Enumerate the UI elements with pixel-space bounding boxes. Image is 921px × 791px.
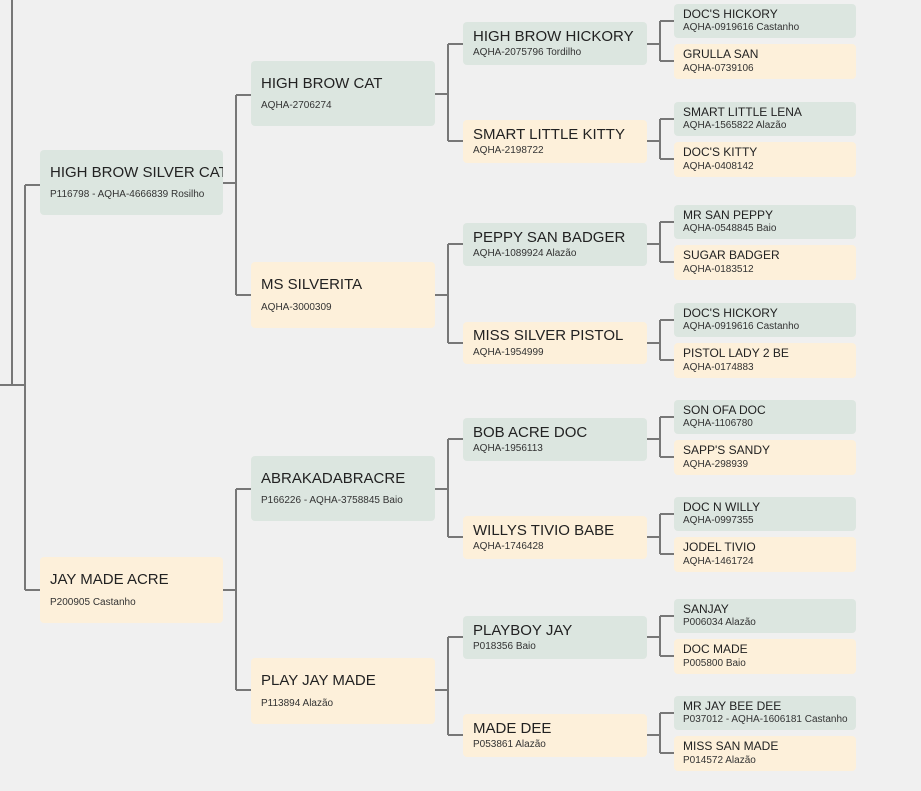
horse-card-gen3[interactable]: MISS SILVER PISTOL AQHA-1954999 [463, 322, 647, 364]
horse-card-gen2[interactable]: MS SILVERITA AQHA-3000309 [251, 262, 435, 328]
horse-registration: AQHA-0919616 Castanho [683, 321, 800, 333]
horse-registration: P014572 Alazão [683, 754, 756, 766]
horse-card-gen3[interactable]: PEPPY SAN BADGER AQHA-1089924 Alazão [463, 223, 647, 266]
horse-name: ABRAKADABRACRE [261, 469, 406, 487]
horse-registration: AQHA-0997355 [683, 515, 754, 527]
horse-registration: AQHA-1746428 [473, 541, 544, 553]
horse-card-gen4[interactable]: SUGAR BADGER AQHA-0183512 [674, 245, 856, 280]
horse-name: SON OFA DOC [683, 402, 766, 417]
horse-registration: AQHA-0408142 [683, 160, 754, 172]
horse-registration: AQHA-1089924 Alazão [473, 248, 577, 260]
horse-card-gen3[interactable]: MADE DEE P053861 Alazão [463, 714, 647, 757]
horse-name: MR SAN PEPPY [683, 207, 774, 222]
horse-card-sire[interactable]: HIGH BROW SILVER CAT P116798 - AQHA-4666… [40, 150, 223, 215]
horse-name: MADE DEE [473, 719, 552, 737]
horse-registration: AQHA-0919616 Castanho [683, 22, 800, 34]
horse-card-gen4[interactable]: PISTOL LADY 2 BE AQHA-0174883 [674, 343, 856, 378]
horse-card-gen4[interactable]: SANJAY P006034 Alazão [674, 599, 856, 633]
horse-registration: AQHA-1106780 [683, 418, 753, 430]
horse-name: DOC N WILLY [683, 499, 761, 514]
horse-card-gen2[interactable]: HIGH BROW CAT AQHA-2706274 [251, 61, 435, 126]
horse-registration: P113894 Alazão [261, 697, 334, 709]
horse-card-gen3[interactable]: WILLYS TIVIO BABE AQHA-1746428 [463, 516, 647, 559]
horse-registration: AQHA-2198722 [473, 145, 544, 157]
horse-card-gen3[interactable]: SMART LITTLE KITTY AQHA-2198722 [463, 120, 647, 163]
horse-registration: P053861 Alazão [473, 739, 546, 751]
horse-name: JAY MADE ACRE [50, 571, 169, 589]
horse-registration: AQHA-1956113 [473, 443, 543, 455]
horse-registration: P005800 Baio [683, 657, 746, 669]
horse-name: JODEL TIVIO [683, 540, 756, 555]
horse-registration: AQHA-0548845 Baio [683, 223, 777, 235]
horse-card-gen3[interactable]: PLAYBOY JAY P018356 Baio [463, 616, 647, 659]
horse-card-gen4[interactable]: DOC N WILLY AQHA-0997355 [674, 497, 856, 531]
horse-registration: AQHA-2075796 Tordilho [473, 47, 582, 59]
horse-name: GRULLA SAN [683, 47, 759, 62]
horse-card-gen4[interactable]: DOC'S HICKORY AQHA-0919616 Castanho [674, 303, 856, 337]
horse-registration: AQHA-0739106 [683, 62, 754, 74]
horse-card-gen2[interactable]: PLAY JAY MADE P113894 Alazão [251, 658, 435, 724]
horse-registration: AQHA-298939 [683, 458, 749, 470]
horse-registration: AQHA-0183512 [683, 263, 754, 275]
horse-registration: AQHA-3000309 [261, 301, 332, 313]
horse-registration: AQHA-1565822 Alazão [683, 120, 787, 132]
horse-name: DOC'S HICKORY [683, 6, 778, 21]
horse-name: HIGH BROW SILVER CAT [50, 163, 223, 181]
horse-name: WILLYS TIVIO BABE [473, 521, 615, 539]
horse-card-gen4[interactable]: SMART LITTLE LENA AQHA-1565822 Alazão [674, 102, 856, 136]
horse-registration: P018356 Baio [473, 641, 536, 653]
horse-card-gen4[interactable]: JODEL TIVIO AQHA-1461724 [674, 537, 856, 572]
horse-card-gen3[interactable]: HIGH BROW HICKORY AQHA-2075796 Tordilho [463, 22, 647, 65]
horse-name: HIGH BROW HICKORY [473, 27, 634, 45]
horse-card-gen4[interactable]: SAPP'S SANDY AQHA-298939 [674, 440, 856, 475]
horse-card-gen4[interactable]: GRULLA SAN AQHA-0739106 [674, 44, 856, 79]
horse-card-gen4[interactable]: MISS SAN MADE P014572 Alazão [674, 736, 856, 771]
horse-registration: AQHA-0174883 [683, 361, 754, 373]
horse-card-gen3[interactable]: BOB ACRE DOC AQHA-1956113 [463, 418, 647, 461]
horse-name: MISS SAN MADE [683, 739, 779, 754]
horse-card-gen2[interactable]: ABRAKADABRACRE P166226 - AQHA-3758845 Ba… [251, 456, 435, 521]
horse-registration: P200905 Castanho [50, 596, 136, 608]
horse-card-gen4[interactable]: DOC'S KITTY AQHA-0408142 [674, 142, 856, 177]
horse-name: SAPP'S SANDY [683, 443, 770, 458]
horse-name: PLAY JAY MADE [261, 672, 376, 690]
horse-card-gen4[interactable]: MR JAY BEE DEE P037012 - AQHA-1606181 Ca… [674, 696, 856, 730]
horse-name: PISTOL LADY 2 BE [683, 346, 789, 361]
horse-registration: P116798 - AQHA-4666839 Rosilho [50, 189, 205, 201]
horse-name: MS SILVERITA [261, 276, 363, 294]
horse-name: DOC'S HICKORY [683, 305, 778, 320]
horse-name: SUGAR BADGER [683, 248, 780, 263]
horse-card-dam[interactable]: JAY MADE ACRE P200905 Castanho [40, 557, 223, 623]
horse-registration: AQHA-1954999 [473, 346, 544, 358]
horse-name: DOC'S KITTY [683, 145, 758, 160]
horse-card-gen4[interactable]: DOC'S HICKORY AQHA-0919616 Castanho [674, 4, 856, 38]
horse-card-gen4[interactable]: MR SAN PEPPY AQHA-0548845 Baio [674, 205, 856, 239]
horse-registration: AQHA-1461724 [683, 555, 754, 567]
horse-name: SANJAY [683, 601, 729, 616]
horse-registration: P037012 - AQHA-1606181 Castanho [683, 714, 848, 726]
horse-name: PLAYBOY JAY [473, 621, 573, 639]
horse-registration: AQHA-2706274 [261, 100, 332, 112]
horse-name: MISS SILVER PISTOL [473, 327, 624, 345]
horse-name: DOC MADE [683, 642, 748, 657]
horse-registration: P166226 - AQHA-3758845 Baio [261, 495, 403, 507]
horse-registration: P006034 Alazão [683, 617, 756, 629]
horse-name: HIGH BROW CAT [261, 74, 383, 92]
horse-name: SMART LITTLE KITTY [473, 125, 625, 143]
horse-card-gen4[interactable]: SON OFA DOC AQHA-1106780 [674, 400, 856, 434]
horse-name: PEPPY SAN BADGER [473, 228, 626, 246]
horse-name: BOB ACRE DOC [473, 423, 588, 441]
horse-name: SMART LITTLE LENA [683, 104, 802, 119]
horse-name: MR JAY BEE DEE [683, 698, 782, 713]
horse-card-gen4[interactable]: DOC MADE P005800 Baio [674, 639, 856, 674]
